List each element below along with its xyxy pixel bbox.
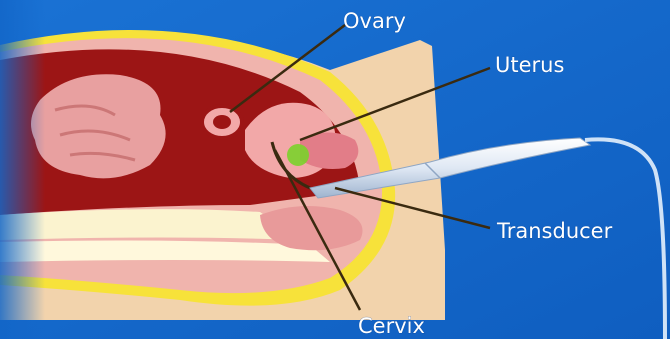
transducer-label: Transducer (496, 219, 613, 243)
left-fade (0, 0, 45, 339)
uterus-label: Uterus (495, 53, 564, 77)
cervix-label: Cervix (358, 314, 425, 338)
ovary-label: Ovary (343, 9, 406, 33)
ultrasound-focus (287, 144, 309, 166)
ovary-center (213, 115, 231, 129)
